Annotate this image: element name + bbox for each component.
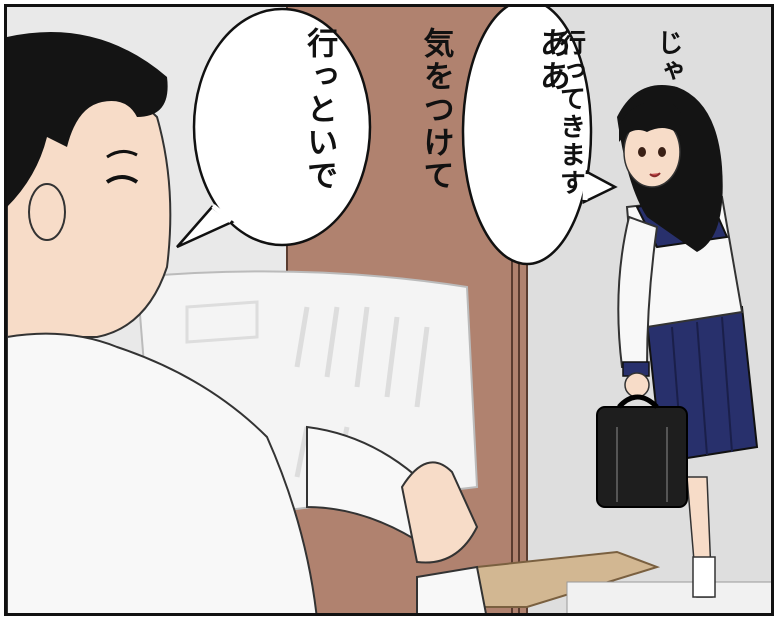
comic-panel: ああ 気をつけて 行っといで じゃ 行ってきます xyxy=(4,4,774,616)
father-speech-bubble xyxy=(176,7,372,249)
father-line-1: ああ xyxy=(533,27,570,93)
girl-line-1: じゃ xyxy=(653,29,683,85)
comic-scene xyxy=(7,7,771,613)
father-line-3: 行っといで xyxy=(301,27,338,192)
girl-dialogue: じゃ 行ってきます xyxy=(489,29,749,259)
father-figure xyxy=(7,32,487,613)
floor-step xyxy=(476,550,771,613)
father-dialogue: ああ 気をつけて 行っといで xyxy=(222,27,648,247)
schoolgirl-figure xyxy=(596,85,759,598)
girl-line-2: 行ってきます xyxy=(555,29,586,197)
girl-speech-bubble xyxy=(461,7,618,266)
father-line-2: 気をつけて xyxy=(417,27,454,192)
